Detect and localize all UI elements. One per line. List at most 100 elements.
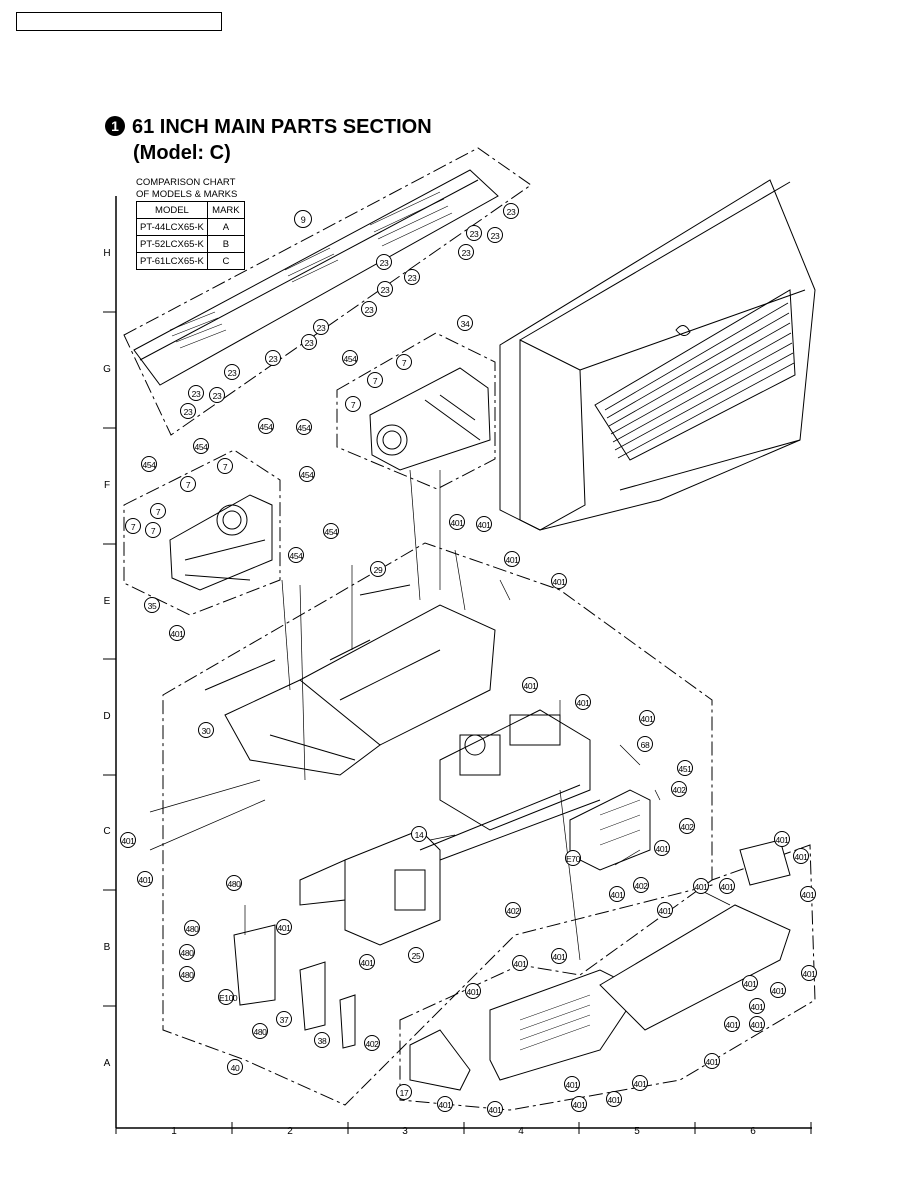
mark-cell: C: [206, 252, 245, 270]
part-callout-23: 23: [180, 403, 196, 419]
part-callout-401: 401: [571, 1096, 587, 1112]
grid-col-label-2: 2: [287, 1126, 293, 1137]
part-callout-402: 402: [671, 781, 687, 797]
part-callout-401: 401: [504, 551, 520, 567]
part-callout-23: 23: [224, 364, 240, 380]
part-callout-401: 401: [793, 848, 809, 864]
part-callout-401: 401: [632, 1075, 648, 1091]
part-callout-401: 401: [800, 886, 816, 902]
part-callout-401: 401: [749, 1016, 765, 1032]
part-callout-401: 401: [512, 955, 528, 971]
grid-row-label-g: G: [103, 364, 111, 375]
part-callout-7: 7: [367, 372, 383, 388]
comparison-chart-title-2: OF MODELS & MARKS: [136, 189, 238, 200]
section-number-badge: 1: [105, 116, 125, 136]
part-callout-401: 401: [449, 514, 465, 530]
part-callout-23: 23: [466, 225, 482, 241]
chassis-frame-illustration: [204, 584, 496, 776]
part-callout-454: 454: [141, 456, 157, 472]
model-cell: PT-61LCX65-K: [136, 252, 208, 270]
power-unit-illustration: [569, 789, 651, 871]
grid-row-label-h: H: [103, 248, 111, 259]
part-callout-401: 401: [801, 965, 817, 981]
part-callout-454: 454: [296, 419, 312, 435]
part-callout-23: 23: [458, 244, 474, 260]
part-callout-401: 401: [639, 710, 655, 726]
part-callout-401: 401: [120, 832, 136, 848]
grid-col-label-3: 3: [402, 1126, 408, 1137]
part-callout-7: 7: [125, 518, 141, 534]
part-callout-401: 401: [465, 983, 481, 999]
part-callout-401: 401: [564, 1076, 580, 1092]
part-callout-401: 401: [774, 831, 790, 847]
part-callout-454: 454: [299, 466, 315, 482]
part-callout-7: 7: [150, 503, 166, 519]
bracket-group-35-outline: [123, 449, 281, 616]
comparison-chart-title-1: COMPARISON CHART: [136, 177, 236, 188]
part-callout-23: 23: [313, 319, 329, 335]
part-callout-23: 23: [209, 387, 225, 403]
part-callout-401: 401: [476, 516, 492, 532]
part-callout-23: 23: [301, 334, 317, 350]
rear-cover-group-outline: [399, 844, 816, 1111]
circuit-boards-illustration: [233, 924, 356, 1049]
part-callout-454: 454: [193, 438, 209, 454]
part-callout-402: 402: [679, 818, 695, 834]
part-callout-480: 480: [179, 944, 195, 960]
part-callout-401: 401: [704, 1053, 720, 1069]
part-callout-7: 7: [145, 522, 161, 538]
part-callout-23: 23: [503, 203, 519, 219]
part-callout-401: 401: [137, 871, 153, 887]
part-callout-401: 401: [551, 948, 567, 964]
part-callout-30: 30: [198, 722, 214, 738]
part-callout-34: 34: [457, 315, 473, 331]
title-line-1: 61 INCH MAIN PARTS SECTION: [132, 116, 432, 138]
part-callout-23: 23: [265, 350, 281, 366]
bracket-34-illustration: [369, 367, 491, 471]
part-callout-401: 401: [551, 573, 567, 589]
part-callout-7: 7: [396, 354, 412, 370]
optical-engine-illustration: [439, 709, 591, 831]
lower-chassis-illustration: [299, 784, 601, 946]
part-callout-401: 401: [657, 902, 673, 918]
part-callout-480: 480: [184, 920, 200, 936]
part-callout-401: 401: [276, 919, 292, 935]
part-callout-7: 7: [180, 476, 196, 492]
grid-col-label-4: 4: [518, 1126, 524, 1137]
part-callout-17: 17: [396, 1084, 412, 1100]
part-callout-25: 25: [408, 947, 424, 963]
part-callout-454: 454: [323, 523, 339, 539]
part-callout-29: 29: [370, 561, 386, 577]
part-callout-e100: E100: [218, 989, 238, 1005]
comparison-chart: COMPARISON CHART OF MODELS & MARKS MODEL…: [136, 177, 245, 270]
part-callout-14: 14: [411, 826, 427, 842]
part-callout-454: 454: [258, 418, 274, 434]
part-callout-480: 480: [226, 875, 242, 891]
header-box: [16, 12, 222, 31]
part-callout-7: 7: [217, 458, 233, 474]
part-callout-401: 401: [742, 975, 758, 991]
front-panel-illustration: [133, 169, 499, 386]
part-callout-23: 23: [376, 254, 392, 270]
grid-row-label-f: F: [103, 480, 111, 491]
group-outlines: [123, 147, 816, 1111]
part-callout-23: 23: [404, 269, 420, 285]
part-callout-23: 23: [487, 227, 503, 243]
cabinet-illustration: [499, 179, 816, 531]
part-callout-401: 401: [609, 886, 625, 902]
part-callout-68: 68: [637, 736, 653, 752]
leader-lines: [149, 469, 731, 961]
part-callout-402: 402: [633, 877, 649, 893]
part-callout-451: 451: [677, 760, 693, 776]
main-chassis-group-outline: [162, 542, 713, 1106]
part-callout-454: 454: [342, 350, 358, 366]
part-callout-402: 402: [505, 902, 521, 918]
part-callout-7: 7: [345, 396, 361, 412]
part-callout-401: 401: [487, 1101, 503, 1117]
grid-row-label-a: A: [103, 1058, 111, 1069]
part-callout-401: 401: [719, 878, 735, 894]
grid-col-label-6: 6: [750, 1126, 756, 1137]
bracket-group-34-outline: [336, 332, 496, 490]
grid-row-label-d: D: [103, 711, 111, 722]
